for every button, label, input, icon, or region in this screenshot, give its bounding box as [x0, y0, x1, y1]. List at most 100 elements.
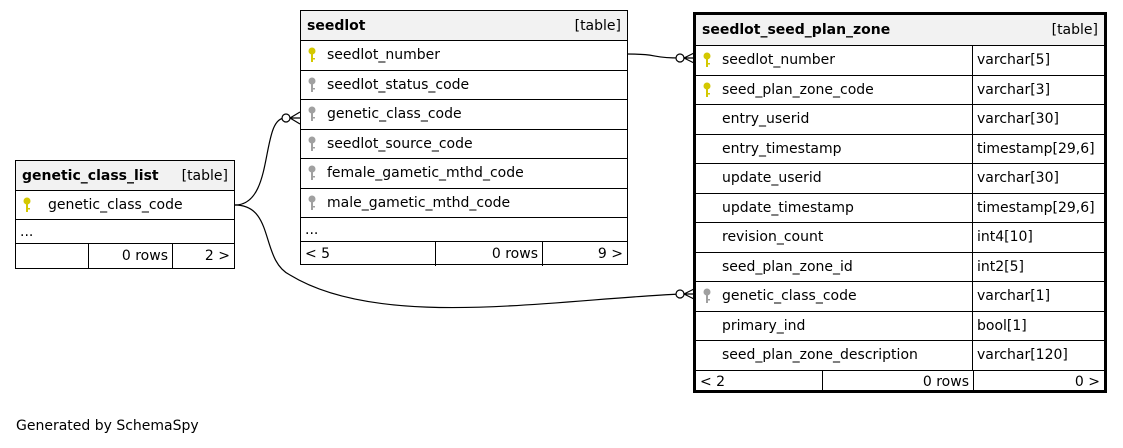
- column-row[interactable]: seed_plan_zone_description varchar[120]: [696, 341, 1104, 371]
- ellipsis: ...: [20, 223, 34, 240]
- column-name: genetic_class_code: [327, 106, 462, 123]
- no-key-spacer: [696, 253, 718, 282]
- column-name: seedlot_number: [722, 52, 835, 69]
- table-seedlot[interactable]: seedlot [table] seedlot_number seedlot_st…: [300, 10, 628, 266]
- no-key-spacer: [696, 105, 718, 134]
- footer-children[interactable]: 2 >: [172, 244, 234, 268]
- column-row[interactable]: revision_count int4[10]: [696, 223, 1104, 253]
- edge-gcl-to-spz: [234, 204, 681, 309]
- footer-rows: 0 rows: [435, 242, 542, 266]
- table-kind: [table]: [574, 17, 621, 34]
- column-row[interactable]: entry_timestamp timestamp[29,6]: [696, 134, 1104, 164]
- column-row[interactable]: seed_plan_zone_code varchar[3]: [696, 75, 1104, 105]
- column-type: varchar[30]: [972, 164, 1104, 193]
- column-name: genetic_class_code: [48, 197, 183, 213]
- more-columns: ...: [16, 220, 234, 244]
- column-name: genetic_class_code: [722, 288, 857, 305]
- footer-rows: 0 rows: [88, 244, 172, 268]
- fk-key-icon: [301, 159, 323, 188]
- ellipsis: ...: [305, 221, 319, 238]
- column-type: varchar[120]: [972, 341, 1104, 370]
- table-name: genetic_class_list: [22, 167, 159, 184]
- footer-children[interactable]: 9 >: [542, 242, 627, 266]
- pk-key-icon: [696, 76, 718, 105]
- table-kind: [table]: [1051, 22, 1098, 38]
- column-name: seedlot_source_code: [327, 135, 473, 152]
- column-name: female_gametic_mthd_code: [327, 165, 524, 182]
- column-name: seedlot_status_code: [327, 76, 470, 93]
- table-header: seedlot_seed_plan_zone [table]: [696, 15, 1104, 46]
- table-seedlot-seed-plan-zone[interactable]: seedlot_seed_plan_zone [table] seedlot_n…: [693, 12, 1107, 393]
- footer-parents[interactable]: [16, 244, 88, 268]
- column-row[interactable]: update_timestamp timestamp[29,6]: [696, 193, 1104, 223]
- column-row[interactable]: genetic_class_code: [301, 100, 627, 130]
- column-row[interactable]: genetic_class_code: [16, 191, 234, 220]
- column-type: timestamp[29,6]: [972, 193, 1104, 222]
- pk-key-icon: [16, 191, 38, 219]
- column-row[interactable]: female_gametic_mthd_code: [301, 159, 627, 189]
- edge-gcl-to-seedlot: [234, 117, 286, 206]
- table-header: seedlot [table]: [301, 11, 627, 41]
- column-row[interactable]: seedlot_status_code: [301, 71, 627, 100]
- column-type: int2[5]: [972, 252, 1104, 281]
- column-type: int4[10]: [972, 223, 1104, 252]
- footer-parents[interactable]: < 5: [305, 246, 331, 262]
- pk-key-icon: [301, 41, 323, 70]
- column-row[interactable]: primary_ind bool[1]: [696, 311, 1104, 341]
- table-name: seedlot: [307, 17, 366, 34]
- column-row[interactable]: entry_userid varchar[30]: [696, 105, 1104, 135]
- generated-by-caption: Generated by SchemaSpy: [16, 418, 199, 434]
- column-name: revision_count: [722, 229, 824, 246]
- fk-key-icon: [301, 71, 323, 100]
- table-footer: < 2 0 rows 0 >: [696, 370, 1104, 393]
- footer-children[interactable]: 0 >: [973, 370, 1104, 393]
- column-type: varchar[3]: [972, 75, 1104, 104]
- column-row[interactable]: seedlot_source_code: [301, 130, 627, 159]
- column-row[interactable]: seedlot_number: [301, 41, 627, 71]
- column-row[interactable]: seed_plan_zone_id int2[5]: [696, 252, 1104, 282]
- column-type: bool[1]: [972, 311, 1104, 340]
- table-footer: < 5 0 rows 9 >: [301, 242, 627, 266]
- column-row[interactable]: male_gametic_mthd_code: [301, 189, 627, 218]
- edge-seedlot-to-spz: [626, 53, 681, 59]
- fk-key-icon: [301, 130, 323, 159]
- footer-rows: 0 rows: [822, 370, 973, 393]
- no-key-spacer: [696, 194, 718, 223]
- footer-parents[interactable]: < 2: [700, 373, 726, 390]
- table-footer: 0 rows 2 >: [16, 244, 234, 268]
- column-type: timestamp[29,6]: [972, 134, 1104, 163]
- column-name: update_timestamp: [722, 199, 854, 216]
- column-name: seed_plan_zone_code: [722, 81, 874, 98]
- table-header: genetic_class_list [table]: [16, 161, 234, 191]
- edge-optional-circle: [675, 289, 685, 299]
- column-name: primary_ind: [722, 317, 806, 334]
- column-row[interactable]: genetic_class_code varchar[1]: [696, 282, 1104, 312]
- no-key-spacer: [696, 341, 718, 370]
- edge-crowfoot: [683, 52, 695, 64]
- fk-key-icon: [301, 189, 323, 218]
- column-row[interactable]: seedlot_number varchar[5]: [696, 46, 1104, 76]
- table-genetic-class-list[interactable]: genetic_class_list [table] genetic_class…: [15, 160, 235, 269]
- column-name: male_gametic_mthd_code: [327, 194, 511, 211]
- column-name: seed_plan_zone_id: [722, 258, 853, 275]
- edge-crowfoot: [683, 288, 695, 300]
- column-type: varchar[30]: [972, 105, 1104, 134]
- column-name: entry_timestamp: [722, 140, 842, 157]
- edge-crowfoot: [289, 111, 301, 125]
- more-columns: ...: [301, 218, 627, 242]
- column-name: seedlot_number: [327, 47, 440, 64]
- column-type: varchar[1]: [972, 282, 1104, 311]
- no-key-spacer: [696, 164, 718, 193]
- column-name: seed_plan_zone_description: [722, 347, 918, 364]
- pk-key-icon: [696, 46, 718, 75]
- column-name: update_userid: [722, 170, 822, 187]
- no-key-spacer: [696, 223, 718, 252]
- fk-key-icon: [301, 100, 323, 129]
- column-row[interactable]: update_userid varchar[30]: [696, 164, 1104, 194]
- column-name: entry_userid: [722, 111, 810, 128]
- no-key-spacer: [696, 312, 718, 341]
- fk-key-icon: [696, 282, 718, 311]
- table-kind: [table]: [181, 167, 228, 184]
- column-type: varchar[5]: [972, 46, 1104, 75]
